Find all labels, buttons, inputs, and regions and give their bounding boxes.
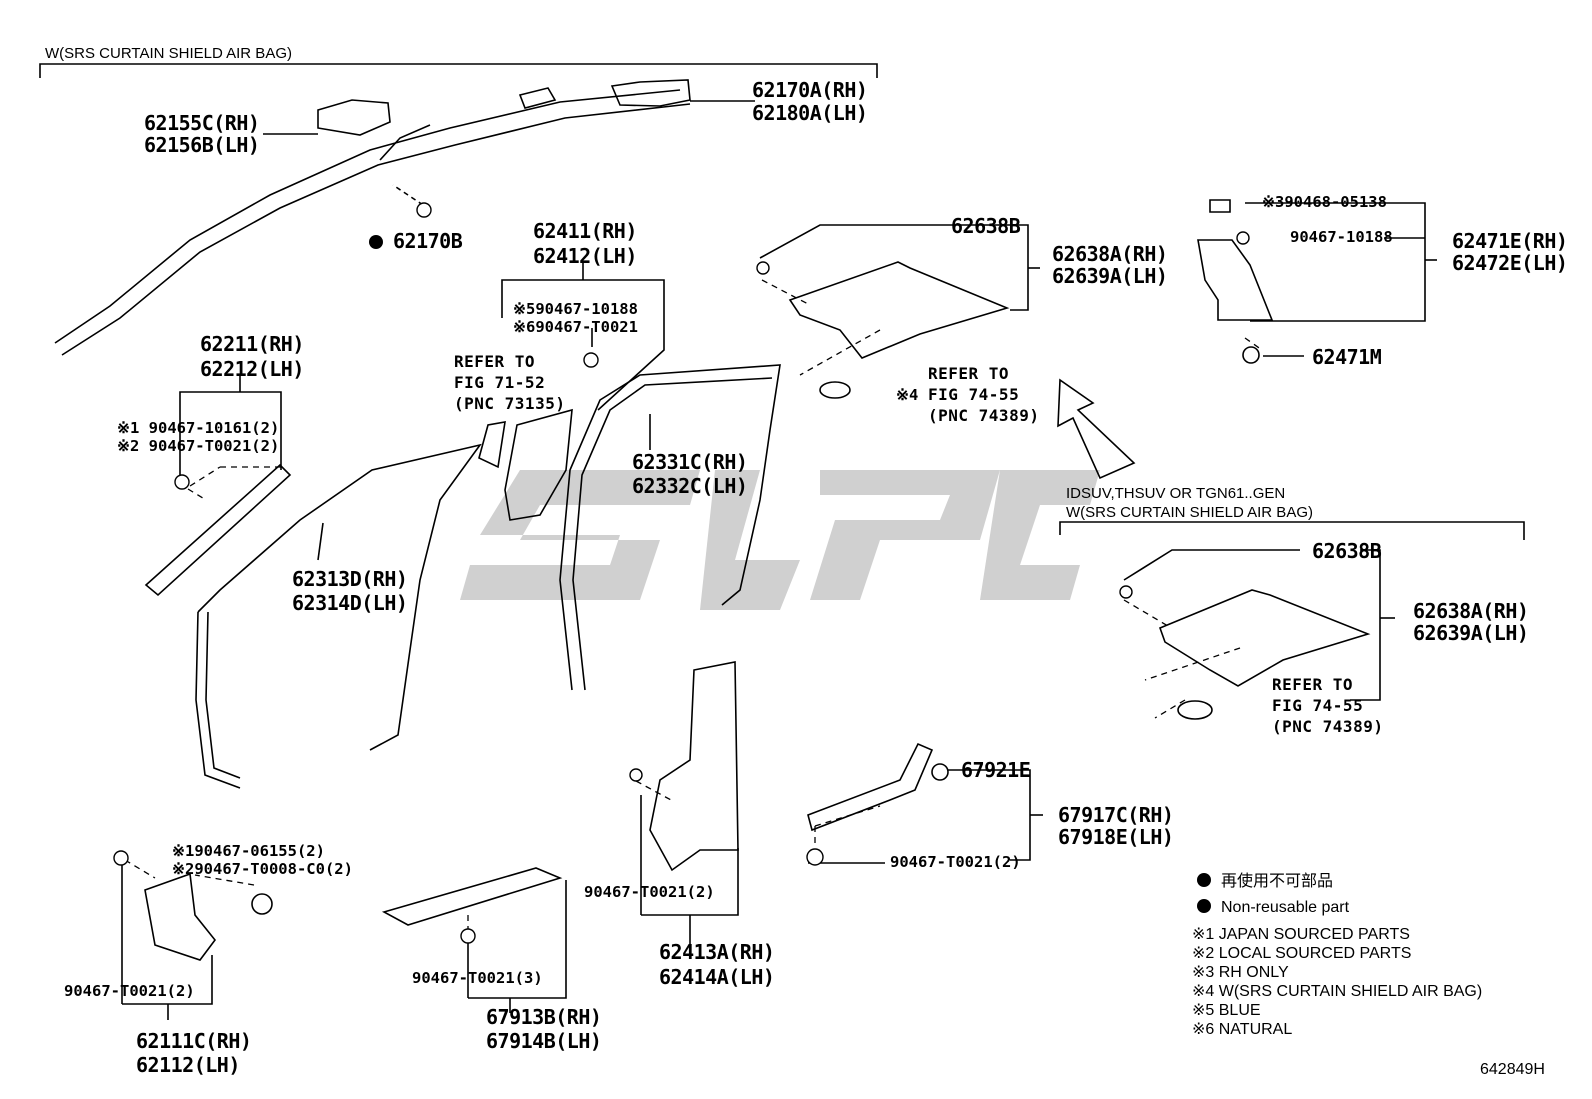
clip-icon	[416, 202, 432, 218]
clip-90467-T0021-scuff[interactable]: 90467-T0021(2)	[890, 853, 1021, 871]
clip-90467-T0021-lower[interactable]: 90467-T0021(2)	[64, 982, 195, 1000]
clip-90467-T0021-natural[interactable]: ※690467-T0021	[513, 318, 638, 336]
part-62155C[interactable]: 62155C(RH)	[144, 111, 260, 135]
part-62314D[interactable]: 62314D(LH)	[292, 591, 408, 615]
clip-90467-10161[interactable]: ※1 90467-10161(2)	[117, 419, 280, 437]
clip-icon	[460, 928, 476, 944]
refer-1-line-2: FIG 71-52	[454, 373, 546, 392]
legend-note-4: ※4 W(SRS CURTAIN SHIELD AIR BAG)	[1192, 983, 1483, 1000]
refer-2-line-3: (PNC 74389)	[928, 406, 1040, 425]
part-62639A-bottom[interactable]: 62639A(LH)	[1413, 621, 1529, 645]
legend-non-reusable-en: Non-reusable part	[1197, 898, 1349, 917]
part-outlines	[54, 79, 1371, 961]
legend-note-3: ※3 RH ONLY	[1192, 964, 1289, 981]
legend-en-text: Non-reusable part	[1221, 899, 1350, 916]
part-62331C[interactable]: 62331C(RH)	[632, 450, 748, 474]
legend-note-2: ※2 LOCAL SOURCED PARTS	[1192, 945, 1412, 962]
part-62638B-bottom[interactable]: 62638B	[1312, 539, 1382, 563]
leader-lines	[39, 63, 1525, 1020]
clip-90468-05138[interactable]: ※390468-05138	[1262, 193, 1387, 211]
part-62211[interactable]: 62211(RH)	[200, 332, 304, 356]
refer-3-line-1: REFER TO	[1272, 675, 1354, 694]
refer-2-line-2: FIG 74-55	[928, 385, 1020, 404]
part-67914B[interactable]: 67914B(LH)	[486, 1029, 602, 1053]
part-62313D[interactable]: 62313D(RH)	[292, 567, 408, 591]
part-62180A[interactable]: 62180A(LH)	[752, 101, 868, 125]
non-reusable-icon	[1197, 873, 1211, 887]
part-62156B[interactable]: 62156B(LH)	[144, 133, 260, 157]
clip-icon	[1236, 231, 1250, 245]
clip-90467-06155[interactable]: ※190467-06155(2)	[172, 842, 325, 860]
mid-caption-1: IDSUV,THSUV OR TGN61..GEN	[1066, 485, 1286, 502]
refer-3-line-3: (PNC 74389)	[1272, 717, 1384, 736]
non-reusable-icon	[1197, 899, 1211, 913]
clip-90467-T0021-step[interactable]: 90467-T0021(3)	[412, 969, 543, 987]
legend-note-5: ※5 BLUE	[1192, 1002, 1261, 1019]
watermark-logo	[460, 470, 1100, 610]
part-67918E[interactable]: 67918E(LH)	[1058, 825, 1174, 849]
non-reusable-icon	[369, 235, 383, 249]
part-62111C[interactable]: 62111C(RH)	[136, 1029, 252, 1053]
clip-90467-T0008[interactable]: ※290467-T0008-C0(2)	[172, 860, 353, 878]
legend-non-reusable-jp: 再使用不可部品	[1197, 872, 1333, 891]
clip-icons	[113, 202, 1250, 944]
note-4-marker: ※4	[896, 386, 919, 404]
part-62414A[interactable]: 62414A(LH)	[659, 965, 775, 989]
clip-90467-T0021-local[interactable]: ※2 90467-T0021(2)	[117, 437, 280, 455]
clip-icon	[629, 768, 643, 782]
part-67921E[interactable]: 67921E	[961, 758, 1031, 782]
clip-icon	[113, 850, 129, 866]
clip-90467-10188[interactable]: 90467-10188	[1290, 228, 1393, 246]
part-62170A[interactable]: 62170A(RH)	[752, 78, 868, 102]
clip-icon	[756, 261, 770, 275]
part-62412[interactable]: 62412(LH)	[533, 244, 637, 268]
clip-icon	[174, 474, 190, 490]
legend-note-6: ※6 NATURAL	[1192, 1021, 1293, 1038]
clip-90467-T0021-pillar[interactable]: 90467-T0021(2)	[584, 883, 715, 901]
part-62170B-text: 62170B	[393, 229, 463, 253]
part-62471E[interactable]: 62471E(RH)	[1452, 229, 1568, 253]
part-62411[interactable]: 62411(RH)	[533, 219, 637, 243]
legend-jp-text: 再使用不可部品	[1221, 873, 1334, 890]
refer-1-line-3: (PNC 73135)	[454, 394, 566, 413]
clip-icon	[583, 352, 599, 368]
part-62638A-top[interactable]: 62638A(RH)	[1052, 242, 1168, 266]
part-62212[interactable]: 62212(LH)	[200, 357, 304, 381]
diagram-id: 642849H	[1480, 1061, 1545, 1078]
clip-90467-10188-blue[interactable]: ※590467-10188	[513, 300, 638, 318]
refer-3-line-2: FIG 74-55	[1272, 696, 1364, 715]
refer-1-line-1: REFER TO	[454, 352, 536, 371]
refer-2-line-1: REFER TO	[928, 364, 1010, 383]
clip-icon	[806, 848, 824, 866]
part-62639A-top[interactable]: 62639A(LH)	[1052, 264, 1168, 288]
clip-icon	[1119, 585, 1133, 599]
part-67913B[interactable]: 67913B(RH)	[486, 1005, 602, 1029]
mid-caption-2: W(SRS CURTAIN SHIELD AIR BAG)	[1066, 504, 1313, 521]
part-62112[interactable]: 62112(LH)	[136, 1053, 240, 1077]
part-67917C[interactable]: 67917C(RH)	[1058, 803, 1174, 827]
part-62332C[interactable]: 62332C(LH)	[632, 474, 748, 498]
part-62170B[interactable]: 62170B	[369, 229, 463, 253]
part-62638A-bottom[interactable]: 62638A(RH)	[1413, 599, 1529, 623]
part-62471M[interactable]: 62471M	[1312, 345, 1382, 369]
part-62472E[interactable]: 62472E(LH)	[1452, 251, 1568, 275]
part-62413A[interactable]: 62413A(RH)	[659, 940, 775, 964]
part-62638B-top[interactable]: 62638B	[951, 214, 1021, 238]
legend-note-1: ※1 JAPAN SOURCED PARTS	[1192, 926, 1410, 943]
top-caption: W(SRS CURTAIN SHIELD AIR BAG)	[45, 45, 292, 62]
